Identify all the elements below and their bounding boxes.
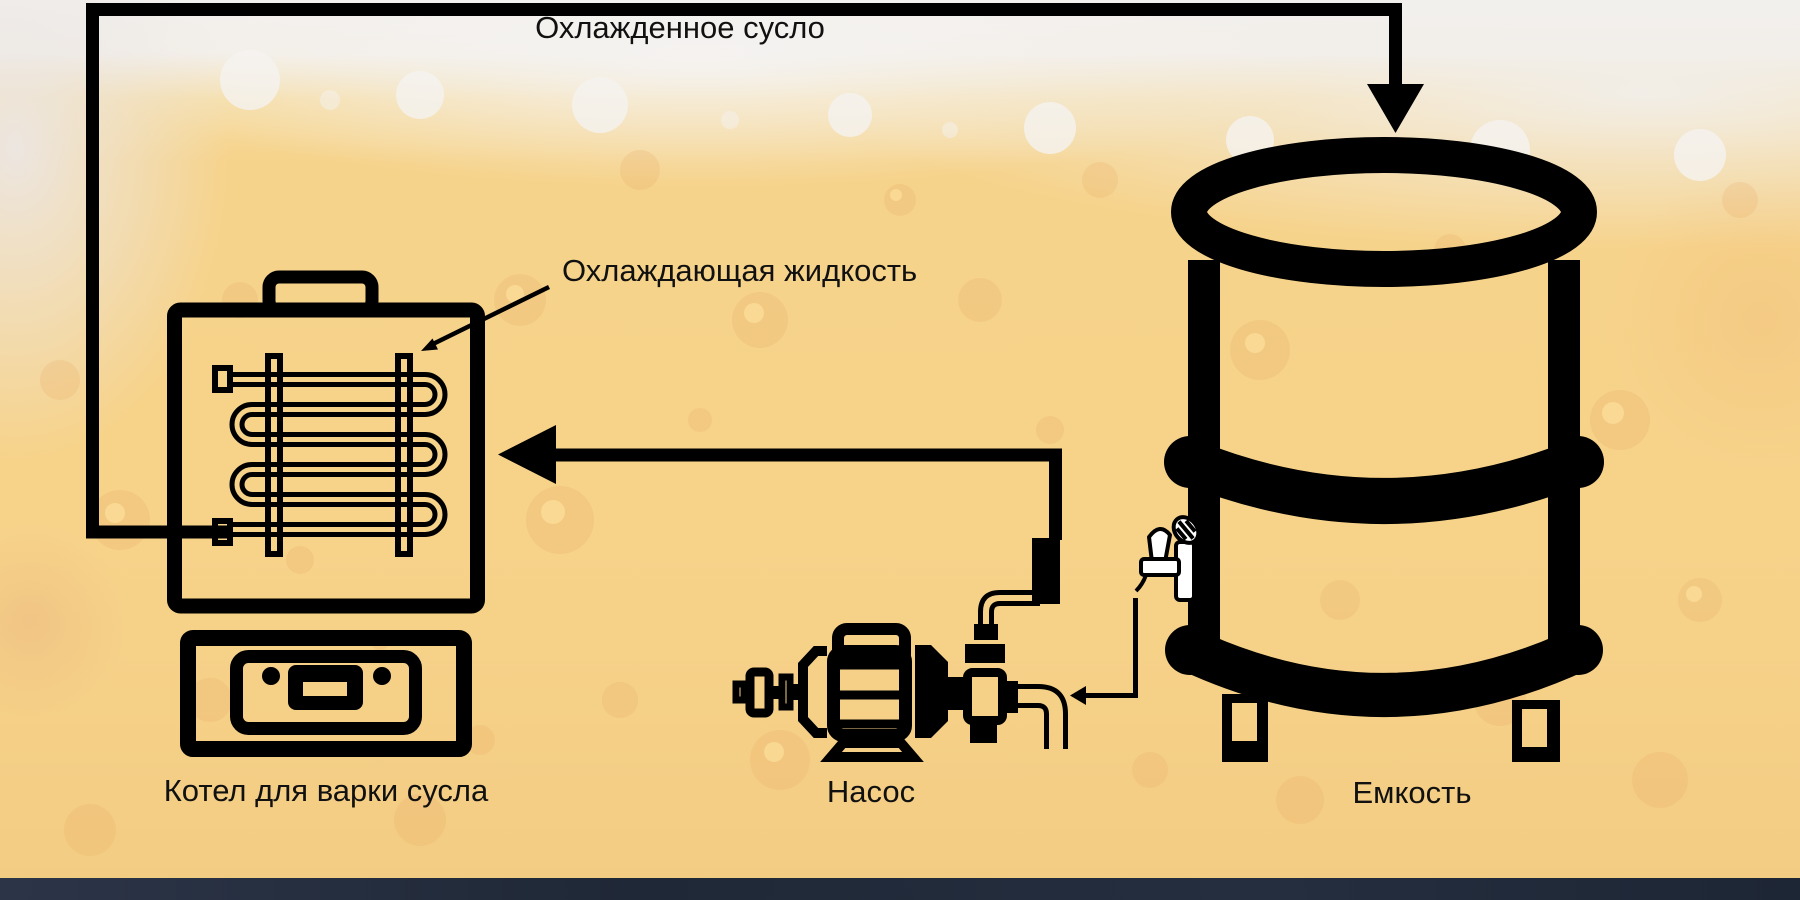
pump-shaft-assembly bbox=[732, 667, 803, 718]
pump-right-flange bbox=[1005, 681, 1018, 713]
tap-faucet bbox=[1139, 557, 1181, 577]
coil-bends-right bbox=[424, 372, 448, 537]
beer-tap-icon bbox=[1134, 515, 1201, 602]
arrow-down-icon bbox=[1367, 84, 1424, 133]
tap-to-pump-line bbox=[1070, 598, 1138, 705]
label-pump: Насос bbox=[827, 774, 915, 809]
tank-bottom-band bbox=[1180, 630, 1588, 717]
pump-bottom-stub bbox=[970, 723, 997, 743]
label-tank: Емкость bbox=[1353, 775, 1472, 810]
coil-port-bottom bbox=[212, 518, 233, 546]
pump-motor-endcap bbox=[798, 646, 827, 738]
pump-elbow-sleeve bbox=[974, 624, 998, 640]
panel-display bbox=[288, 665, 363, 710]
cooled-wort-pipeline bbox=[86, 3, 1424, 539]
pump-head-stub bbox=[948, 677, 964, 710]
table-edge-strip bbox=[0, 878, 1800, 900]
pump-elbow-pipe bbox=[978, 590, 1040, 632]
pump-fitting bbox=[963, 668, 1007, 725]
label-cooling-liquid: Охлаждающая жидкость bbox=[562, 253, 917, 288]
cooling-coil-icon bbox=[212, 353, 448, 557]
kettle-control-panel bbox=[230, 650, 422, 735]
pump-head bbox=[915, 645, 948, 738]
kettle-icon bbox=[167, 270, 485, 757]
label-cooled-wort: Охлажденное сусло bbox=[535, 10, 825, 45]
tap-spout bbox=[1134, 574, 1148, 593]
kettle-body-lower bbox=[180, 630, 472, 757]
cooled-wort-line bbox=[86, 3, 1402, 538]
label-kettle: Котел для варки сусла bbox=[164, 773, 489, 808]
coil-bends-left bbox=[229, 402, 253, 507]
tank-leg-left bbox=[1222, 694, 1268, 762]
tank-top-rim bbox=[1171, 137, 1597, 287]
tap-knob bbox=[1171, 515, 1201, 545]
coil-support-left bbox=[265, 353, 283, 557]
coil-port-top bbox=[212, 365, 233, 393]
panel-dot-right bbox=[373, 667, 391, 685]
pump-base bbox=[820, 738, 924, 762]
pump-top-flange bbox=[965, 644, 1005, 663]
arrow-left-icon bbox=[498, 425, 556, 484]
small-arrow-left-icon bbox=[1070, 686, 1086, 705]
kettle-body-upper bbox=[167, 302, 485, 614]
tap-handle bbox=[1147, 527, 1172, 564]
tank-leg-right bbox=[1512, 700, 1560, 762]
coil-tubes bbox=[233, 372, 425, 537]
pump-motor-fins bbox=[833, 660, 906, 729]
coil-support-right bbox=[395, 353, 413, 557]
tank-icon bbox=[1164, 137, 1604, 762]
panel-dot-left bbox=[262, 667, 280, 685]
pump-icon bbox=[732, 590, 1068, 762]
tank-mid-band bbox=[1181, 440, 1587, 524]
cooling-liquid-callout bbox=[421, 284, 550, 351]
pump-outlet-spout bbox=[1018, 684, 1068, 749]
callout-arrowhead-icon bbox=[421, 338, 438, 351]
pump-to-kettle-line bbox=[498, 425, 1062, 604]
